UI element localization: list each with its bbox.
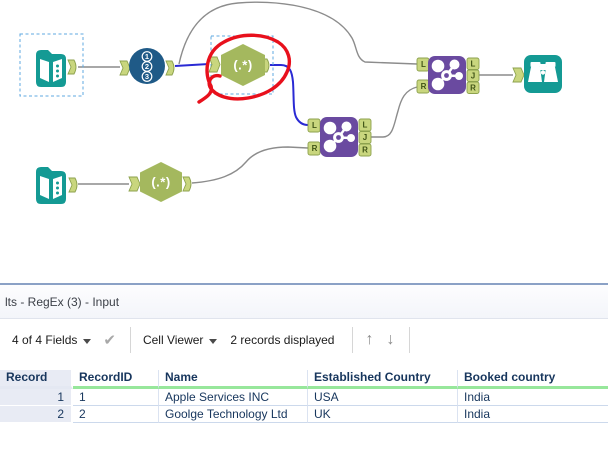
output-anchor-R[interactable]: R <box>466 81 480 94</box>
svg-text:R: R <box>362 146 368 155</box>
output-anchor-L[interactable]: L <box>358 118 372 132</box>
row-number-cell[interactable]: 1 <box>0 389 73 406</box>
output-anchor[interactable] <box>165 60 175 76</box>
svg-text:R: R <box>312 144 318 153</box>
table-cell[interactable]: 1 <box>73 389 158 406</box>
join-icon <box>320 117 358 157</box>
svg-text:R: R <box>421 82 427 91</box>
table-cell[interactable]: UK <box>307 406 457 423</box>
svg-text:R: R <box>470 83 476 92</box>
regex-icon: (.*) <box>140 162 182 202</box>
browse-icon <box>524 55 562 93</box>
svg-text:J: J <box>471 71 475 80</box>
scroll-up-button[interactable]: ↑ <box>365 331 374 348</box>
results-panel-title: lts - RegEx (3) - Input <box>5 294 120 309</box>
svg-text:J: J <box>363 133 367 142</box>
fields-dropdown[interactable]: 4 of 4 Fields <box>12 333 92 347</box>
output-anchor-J[interactable]: J <box>358 131 372 144</box>
input-anchor-R[interactable]: R <box>416 79 430 94</box>
tool-input-data-2[interactable] <box>29 159 87 209</box>
table-cell[interactable]: India <box>457 406 608 423</box>
toolbar-divider <box>409 327 411 353</box>
output-anchor[interactable] <box>68 177 78 193</box>
chevron-down-icon <box>209 338 218 344</box>
svg-text:L: L <box>363 121 368 130</box>
results-panel-header: lts - RegEx (3) - Input <box>0 285 608 319</box>
connections-layer <box>78 1 513 185</box>
results-panel: lts - RegEx (3) - Input 4 of 4 Fields ✔ … <box>0 283 608 452</box>
input-anchor[interactable] <box>512 67 525 83</box>
input-data-icon <box>36 50 66 87</box>
tool-join-1[interactable]: L R L J R <box>414 53 484 99</box>
connection-recordid-join1-L[interactable] <box>178 1 418 65</box>
results-toolbar: 4 of 4 Fields ✔ Cell Viewer 2 records di… <box>0 319 608 361</box>
output-anchor-L[interactable]: L <box>466 57 480 70</box>
row-number-cell[interactable]: 2 <box>0 406 73 423</box>
cell-viewer-dropdown[interactable]: Cell Viewer <box>143 333 218 347</box>
tool-regex-2[interactable]: (.*) <box>123 158 197 210</box>
svg-text:L: L <box>471 59 476 68</box>
record-id-icon: 1 2 3 <box>129 48 165 84</box>
column-header-name[interactable]: Name <box>158 370 307 389</box>
toolbar-divider <box>129 327 131 353</box>
svg-text:2: 2 <box>145 62 149 71</box>
table-cell[interactable]: 2 <box>73 406 158 423</box>
column-header-record[interactable]: Record <box>0 370 73 389</box>
svg-text:3: 3 <box>145 72 149 81</box>
output-anchor[interactable] <box>182 176 192 192</box>
records-status: 2 records displayed <box>230 333 335 347</box>
svg-text:L: L <box>421 60 426 69</box>
join-icon <box>428 56 466 94</box>
results-table: Record RecordID Name Established Country… <box>0 370 608 423</box>
output-anchor[interactable] <box>67 59 77 75</box>
connection-join2-J-join1-R[interactable] <box>370 86 418 138</box>
table-cell[interactable]: Apple Services INC <box>158 389 307 406</box>
input-anchor-L[interactable]: L <box>416 57 430 72</box>
tool-input-data-1[interactable] <box>16 30 88 100</box>
svg-text:L: L <box>312 121 317 130</box>
scroll-down-button[interactable]: ↓ <box>386 331 395 348</box>
column-header-booked-country[interactable]: Booked country <box>457 370 608 389</box>
svg-text:(.*): (.*) <box>151 175 170 190</box>
workflow-canvas[interactable]: 1 2 3 (.*) <box>0 0 608 283</box>
toolbar-divider <box>352 327 354 353</box>
column-header-recordid[interactable]: RecordID <box>73 370 158 389</box>
tool-browse[interactable] <box>510 52 574 98</box>
selection-box <box>19 33 84 97</box>
input-data-icon <box>36 167 66 204</box>
connection-regex2-join2-R[interactable] <box>191 146 309 184</box>
output-anchor-J[interactable]: J <box>466 69 480 82</box>
column-header-established-country[interactable]: Established Country <box>307 370 457 389</box>
input-anchor[interactable] <box>119 60 131 76</box>
input-anchor[interactable] <box>128 176 141 192</box>
input-anchor-R[interactable]: R <box>307 141 321 156</box>
table-cell[interactable]: Goolge Technology Ltd <box>158 406 307 423</box>
svg-text:1: 1 <box>145 52 149 61</box>
regex-icon: (.*) <box>221 44 265 86</box>
tool-regex-3[interactable]: (.*) <box>203 28 279 98</box>
output-anchor-R[interactable]: R <box>358 143 372 157</box>
input-anchor-L[interactable]: L <box>307 118 321 133</box>
tool-join-2[interactable]: L R L J R <box>305 114 375 162</box>
tool-record-id[interactable]: 1 2 3 <box>118 44 180 90</box>
apply-check-icon[interactable]: ✔ <box>103 332 116 349</box>
chevron-down-icon <box>83 338 92 344</box>
table-cell[interactable]: USA <box>307 389 457 406</box>
svg-text:(.*): (.*) <box>233 58 252 73</box>
table-cell[interactable]: India <box>457 389 608 406</box>
